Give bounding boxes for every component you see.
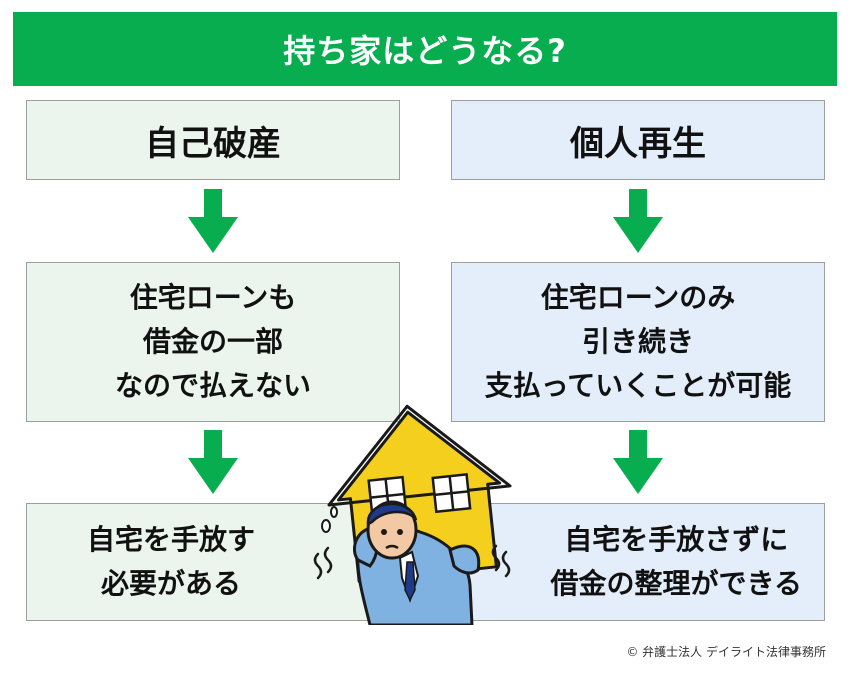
left-arrow-down-icon <box>188 189 238 253</box>
left-middle-line: なので払えない <box>114 369 311 402</box>
businessman-icon <box>313 500 511 625</box>
left-middle-line: 住宅ローンも <box>129 281 297 314</box>
left-arrow-down-icon <box>188 430 238 494</box>
page-title: 持ち家はどうなる? <box>13 12 837 86</box>
right-middle-line: 引き続き <box>581 325 694 358</box>
right-middle-line: 住宅ローンのみ <box>540 281 736 314</box>
right-arrow-down-icon <box>613 430 663 494</box>
right-middle-line: 支払っていくことが可能 <box>484 369 792 402</box>
right-bottom-box: 自宅を手放さずに 借金の整理ができる <box>451 503 825 621</box>
right-bottom-line: 借金の整理ができる <box>550 567 802 600</box>
left-middle-box: 住宅ローンも 借金の一部 なので払えない <box>26 262 400 422</box>
right-arrow-down-icon <box>613 189 663 253</box>
title-text: 持ち家はどうなる? <box>283 32 567 70</box>
right-middle-box: 住宅ローンのみ 引き続き 支払っていくことが可能 <box>451 262 825 422</box>
left-bottom-line: 必要がある <box>101 567 242 600</box>
left-middle-line: 借金の一部 <box>142 325 283 358</box>
left-heading-box: 自己破産 <box>26 100 400 180</box>
right-heading-box: 個人再生 <box>451 100 825 180</box>
right-heading-text: 個人再生 <box>570 123 706 164</box>
left-bottom-box: 自宅を手放す 必要がある <box>26 503 400 621</box>
left-heading-text: 自己破産 <box>145 123 281 164</box>
left-bottom-line: 自宅を手放す <box>87 523 256 556</box>
man-carrying-house-icon <box>313 404 512 625</box>
right-bottom-line: 自宅を手放さずに <box>564 523 789 556</box>
copyright-credit: © 弁護士法人 デイライト法律事務所 <box>626 645 826 659</box>
